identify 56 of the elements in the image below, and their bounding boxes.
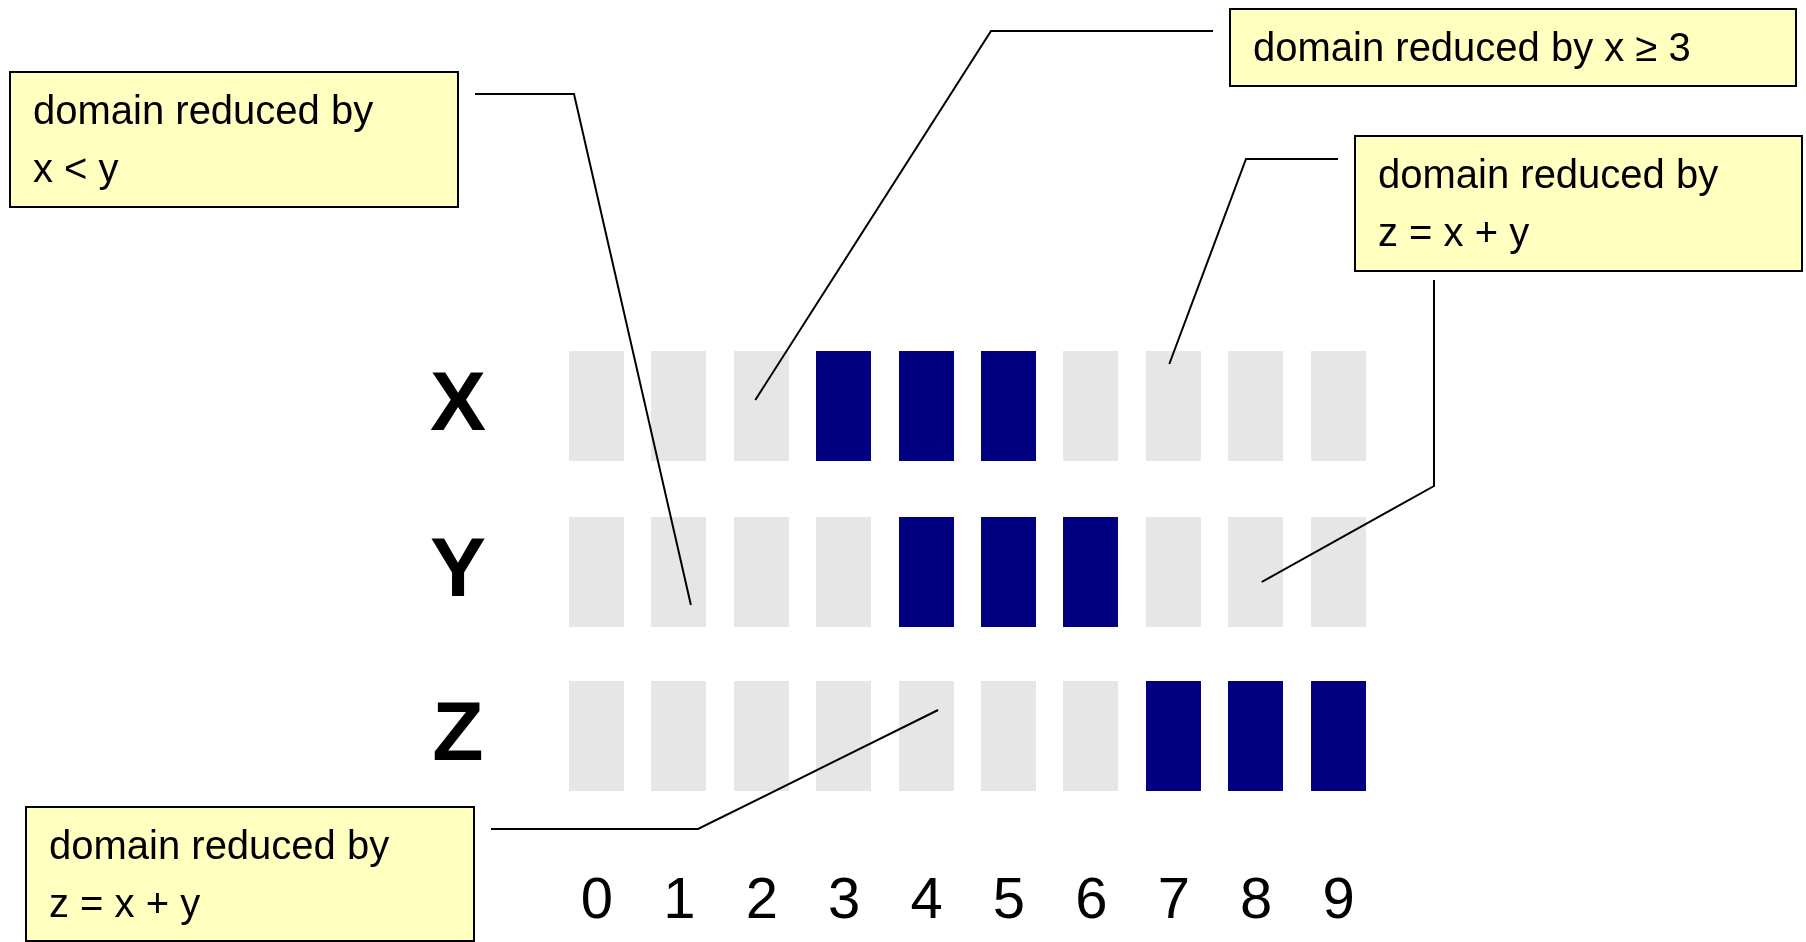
removed-value-bar [651, 351, 707, 461]
column-number: 2 [744, 864, 779, 931]
removed-value-bar [569, 351, 624, 461]
removed-value-bar [1228, 517, 1284, 627]
leader-line [490, 709, 940, 830]
column-number: 1 [662, 864, 697, 931]
removed-value-bar [733, 351, 789, 461]
column-number: 3 [827, 864, 862, 931]
removed-value-bar [733, 681, 789, 791]
domain-value-bar [898, 351, 954, 461]
removed-value-bar [651, 681, 707, 791]
domain-value-bar [1063, 517, 1119, 627]
domain-value-bar [981, 351, 1036, 461]
column-number: 9 [1321, 864, 1356, 931]
callout-box [1354, 135, 1803, 272]
removed-value-bar [1145, 351, 1201, 461]
row-label: Z [431, 683, 485, 780]
removed-value-bar [1310, 351, 1366, 461]
domain-value-bar [1310, 681, 1366, 791]
removed-value-bar [569, 517, 624, 627]
column-number: 4 [909, 864, 944, 931]
removed-value-bar [898, 681, 954, 791]
removed-value-bar [1228, 351, 1284, 461]
callout-text: domain reduced by x ≥ 3 [1253, 24, 1692, 71]
callout-box [25, 806, 475, 942]
removed-value-bar [1063, 351, 1119, 461]
leader-line [474, 93, 692, 606]
row-label: Y [429, 519, 487, 616]
removed-value-bar [816, 517, 872, 627]
column-number: 7 [1156, 864, 1191, 931]
callout-text: domain reduced by x < y [33, 87, 375, 192]
domain-value-bar [1145, 681, 1201, 791]
column-number: 0 [579, 864, 615, 931]
removed-value-bar [733, 517, 789, 627]
domain-value-bar [816, 351, 872, 461]
removed-value-bar [1310, 517, 1366, 627]
removed-value-bar [651, 517, 707, 627]
removed-value-bar [816, 681, 872, 791]
removed-value-bar [1145, 517, 1201, 627]
removed-value-bar [1063, 681, 1119, 791]
callout-box [1229, 8, 1797, 87]
removed-value-bar [981, 681, 1036, 791]
callout-box [9, 71, 459, 208]
removed-value-bar [569, 681, 624, 791]
column-number: 6 [1074, 864, 1109, 931]
row-label: X [429, 353, 487, 450]
domain-value-bar [1228, 681, 1284, 791]
column-number: 8 [1239, 864, 1274, 931]
leader-line [754, 30, 1214, 401]
column-number: 5 [991, 864, 1027, 931]
leader-line [1260, 279, 1435, 583]
leader-line [1168, 158, 1339, 365]
callout-text: domain reduced by z = x + y [49, 822, 391, 927]
domain-value-bar [898, 517, 954, 627]
callout-text: domain reduced by z = x + y [1378, 151, 1720, 256]
domain-value-bar [981, 517, 1036, 627]
